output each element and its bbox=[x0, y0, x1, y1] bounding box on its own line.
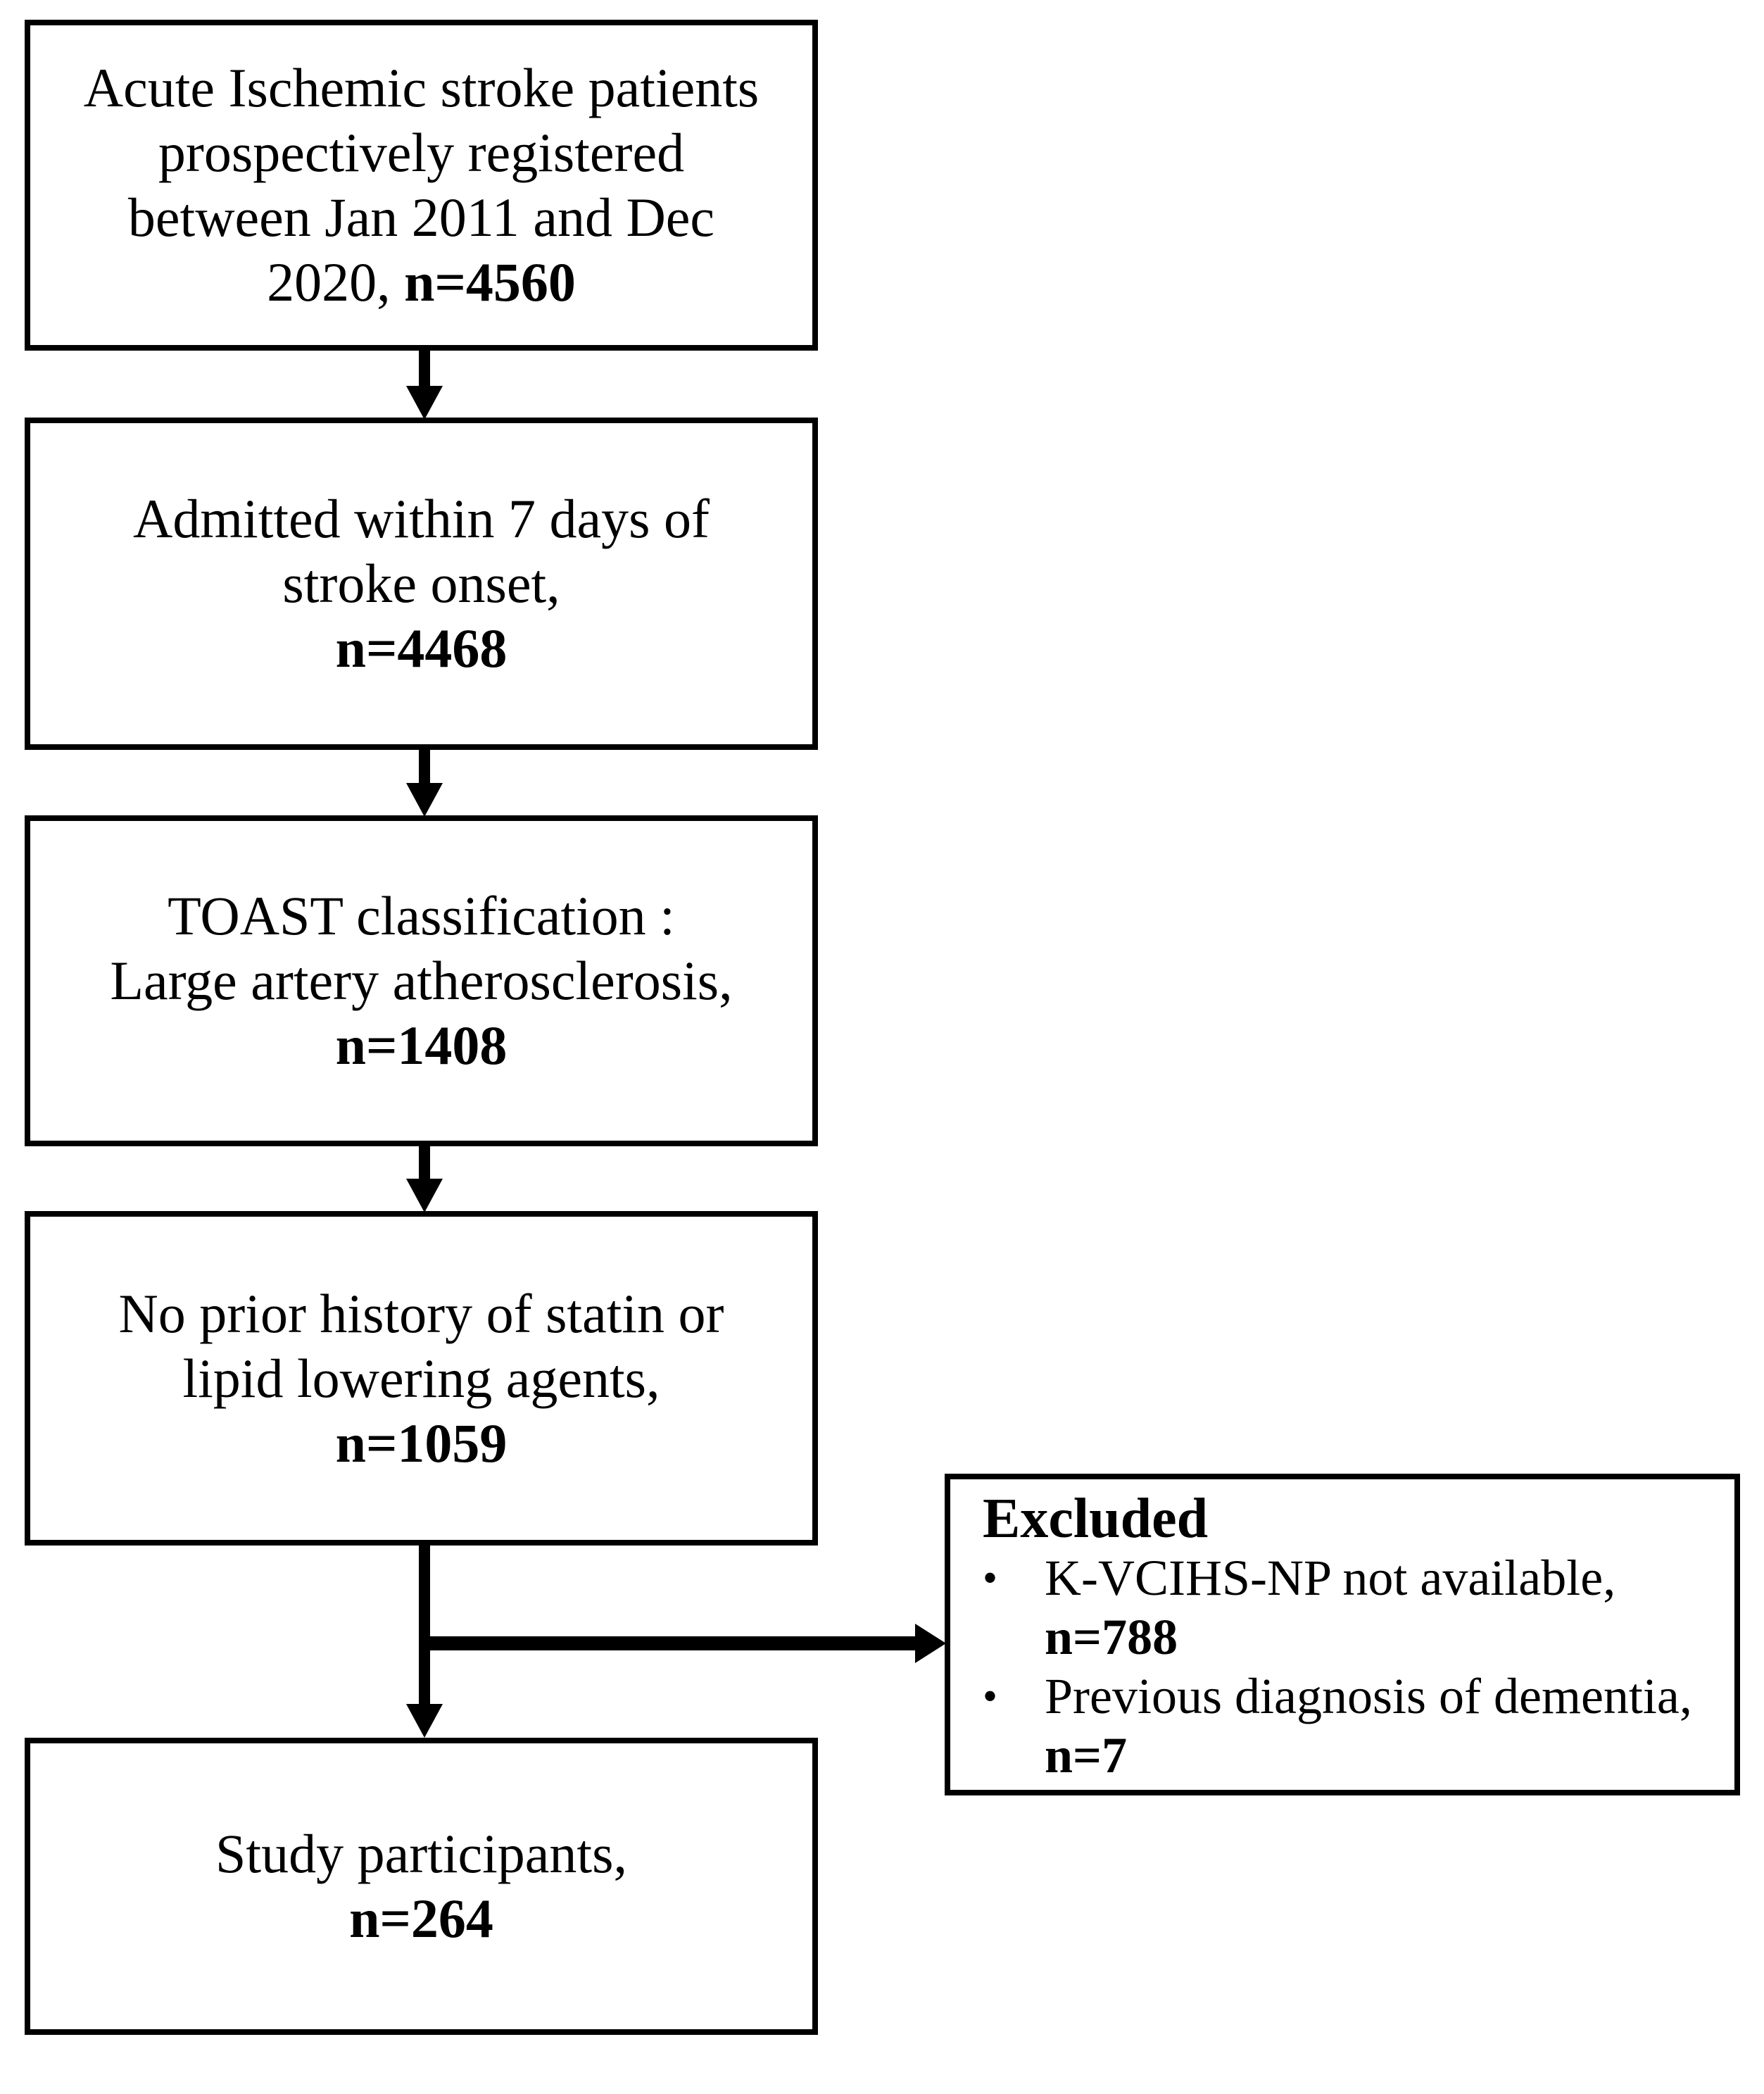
excluded-title: Excluded bbox=[983, 1488, 1209, 1550]
bullet-icon: • bbox=[983, 1673, 998, 1719]
arrow-down-1-shaft bbox=[419, 345, 430, 389]
box-registered-count: n=4560 bbox=[404, 251, 576, 313]
arrow-down-4-shaft bbox=[419, 1543, 430, 1706]
excluded-item-1: • K-VCIHS-NP not available, n=788 bbox=[983, 1548, 1723, 1667]
box-registered-line-3: between Jan 2011 and Dec bbox=[127, 187, 715, 248]
box-admitted-line-1: Admitted within 7 days of bbox=[133, 488, 710, 549]
arrow-down-4-head-icon bbox=[406, 1704, 443, 1738]
excluded-item-1-text: K-VCIHS-NP not available, bbox=[1045, 1550, 1616, 1606]
excluded-item-2-body: Previous diagnosis of dementia, n=7 bbox=[1045, 1667, 1723, 1785]
box-toast-count: n=1408 bbox=[335, 1015, 508, 1076]
arrow-down-1-head-icon bbox=[406, 386, 443, 420]
box-toast-line-2: Large artery atherosclerosis, bbox=[110, 950, 733, 1011]
excluded-item-1-body: K-VCIHS-NP not available, n=788 bbox=[1045, 1548, 1723, 1667]
box-toast-line-1: TOAST classification : bbox=[168, 885, 675, 946]
box-no-statin-line-1: No prior history of statin or bbox=[118, 1282, 724, 1344]
box-registered-line-4: 2020, n=4560 bbox=[267, 250, 576, 315]
box-no-statin-count: n=1059 bbox=[335, 1412, 508, 1474]
box-admitted: Admitted within 7 days of stroke onset, … bbox=[25, 418, 818, 750]
box-study-participants-count: n=264 bbox=[349, 1888, 493, 1949]
box-no-statin-line-2: lipid lowering agents, bbox=[182, 1347, 660, 1409]
box-admitted-count: n=4468 bbox=[335, 617, 508, 679]
box-registered-line-2: prospectively registered bbox=[158, 122, 685, 183]
box-registered-line-4-text: 2020, bbox=[267, 251, 405, 313]
excluded-item-2-count: n=7 bbox=[1045, 1727, 1128, 1783]
box-study-participants: Study participants, n=264 bbox=[25, 1738, 818, 2035]
box-study-participants-line-1: Study participants, bbox=[215, 1823, 627, 1884]
arrow-down-3-head-icon bbox=[406, 1179, 443, 1212]
box-registered-line-1: Acute Ischemic stroke patients bbox=[83, 57, 760, 118]
box-admitted-line-2: stroke onset, bbox=[282, 553, 560, 614]
arrow-right-branch-head-icon bbox=[915, 1624, 946, 1663]
box-toast: TOAST classification : Large artery athe… bbox=[25, 815, 818, 1146]
box-no-statin: No prior history of statin or lipid lowe… bbox=[25, 1211, 818, 1546]
arrow-down-2-shaft bbox=[419, 747, 430, 786]
excluded-item-2: • Previous diagnosis of dementia, n=7 bbox=[983, 1667, 1723, 1785]
excluded-item-1-count: n=788 bbox=[1045, 1609, 1178, 1665]
arrow-down-3-shaft bbox=[419, 1143, 430, 1183]
box-registered: Acute Ischemic stroke patients prospecti… bbox=[25, 20, 818, 351]
arrow-right-branch-shaft bbox=[419, 1636, 916, 1650]
box-excluded: Excluded • K-VCIHS-NP not available, n=7… bbox=[945, 1474, 1740, 1795]
arrow-down-2-head-icon bbox=[406, 783, 443, 817]
excluded-item-2-text: Previous diagnosis of dementia, bbox=[1045, 1668, 1692, 1724]
bullet-icon: • bbox=[983, 1555, 998, 1601]
